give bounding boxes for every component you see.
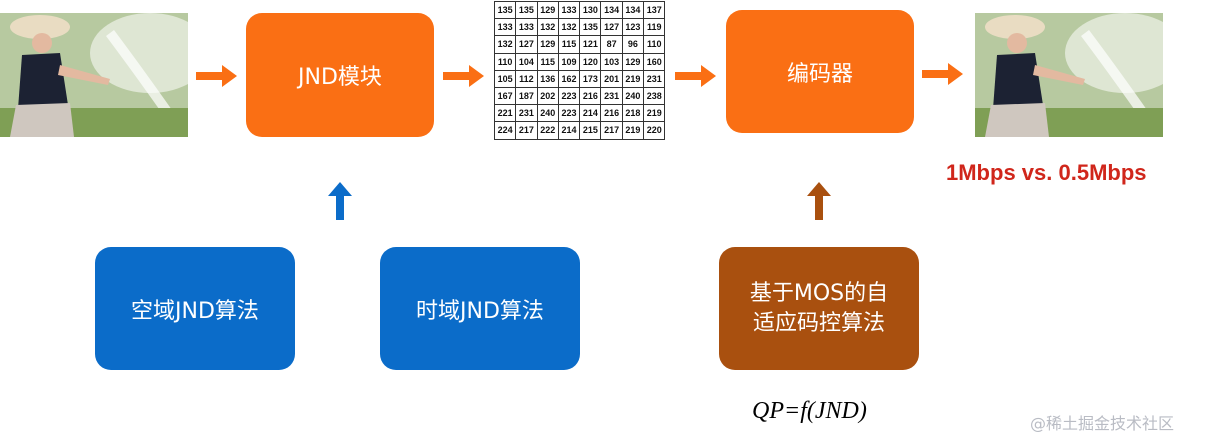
matrix-cell: 115: [536, 52, 559, 71]
matrix-cell: 240: [621, 86, 645, 106]
rate-control-box: 基于MOS的自 适应码控算法: [719, 247, 919, 370]
matrix-cell: 119: [643, 18, 666, 37]
matrix-cell: 136: [536, 69, 559, 88]
matrix-cell: 201: [600, 69, 623, 88]
matrix-cell: 130: [579, 0, 602, 20]
matrix-cell: 112: [515, 69, 538, 88]
matrix-cell: 173: [579, 69, 602, 88]
matrix-cell: 221: [493, 104, 517, 123]
matrix-cell: 134: [621, 0, 645, 20]
matrix-cell: 219: [643, 104, 666, 123]
matrix-cell: 240: [536, 104, 559, 123]
matrix-cell: 162: [557, 69, 581, 88]
matrix-cell: 231: [600, 86, 623, 106]
matrix-cell: 202: [536, 86, 559, 106]
matrix-cell: 216: [600, 104, 623, 123]
matrix-cell: 218: [621, 104, 645, 123]
matrix-cell: 135: [493, 0, 517, 20]
matrix-cell: 223: [557, 86, 581, 106]
matrix-cell: 123: [621, 18, 645, 37]
matrix-cell: 132: [536, 18, 559, 37]
matrix-cell: 167: [493, 86, 517, 106]
matrix-cell: 215: [579, 121, 602, 140]
temporal-jnd-label: 时域JND算法: [416, 298, 544, 324]
matrix-cell: 110: [493, 52, 517, 71]
matrix-cell: 127: [600, 18, 623, 37]
spatial-jnd-box: 空域JND算法: [95, 247, 295, 370]
matrix-cell: 87: [600, 35, 623, 54]
matrix-cell: 133: [515, 18, 538, 37]
arrow-right-icon: [675, 64, 717, 88]
matrix-cell: 103: [600, 52, 623, 71]
matrix-cell: 135: [579, 18, 602, 37]
matrix-cell: 219: [621, 69, 645, 88]
encoder-label: 编码器: [786, 61, 853, 87]
matrix-cell: 96: [621, 35, 645, 54]
matrix-cell: 187: [515, 86, 538, 106]
matrix-cell: 214: [579, 104, 602, 123]
rate-control-label-line2: 适应码控算法: [752, 310, 885, 336]
matrix-cell: 222: [536, 121, 559, 140]
spatial-jnd-label: 空域JND算法: [131, 298, 259, 324]
matrix-cell: 134: [600, 0, 623, 20]
matrix-cell: 220: [643, 121, 666, 140]
matrix-cell: 224: [493, 121, 517, 140]
rate-control-label-line1: 基于MOS的自: [749, 280, 889, 306]
matrix-cell: 238: [643, 86, 666, 106]
arrow-right-icon: [922, 62, 964, 86]
matrix-cell: 104: [515, 52, 538, 71]
matrix-cell: 127: [515, 35, 538, 54]
matrix-cell: 132: [493, 35, 517, 54]
arrow-right-icon: [443, 64, 485, 88]
matrix-cell: 137: [643, 0, 666, 20]
jnd-module-box: JND模块: [246, 13, 434, 137]
watermark-text: @稀土掘金技术社区: [1030, 414, 1175, 433]
matrix-cell: 129: [536, 0, 559, 20]
matrix-cell: 115: [557, 35, 581, 54]
matrix-cell: 160: [643, 52, 666, 71]
matrix-cell: 217: [515, 121, 538, 140]
matrix-cell: 217: [600, 121, 623, 140]
matrix-cell: 109: [557, 52, 581, 71]
input-image: [0, 13, 188, 137]
matrix-cell: 105: [493, 69, 517, 88]
matrix-cell: 135: [515, 0, 538, 20]
temporal-jnd-box: 时域JND算法: [380, 247, 580, 370]
matrix-cell: 214: [557, 121, 581, 140]
matrix-cell: 133: [557, 0, 581, 20]
jnd-module-label: JND模块: [298, 65, 382, 90]
matrix-cell: 133: [493, 18, 517, 37]
matrix-cell: 231: [515, 104, 538, 123]
matrix-cell: 110: [643, 35, 666, 54]
bitrate-comparison-text: 1Mbps vs. 0.5Mbps: [946, 160, 1147, 185]
matrix-cell: 223: [557, 104, 581, 123]
arrow-up-icon: [807, 182, 831, 220]
matrix-cell: 231: [643, 69, 666, 88]
matrix-cell: 129: [621, 52, 645, 71]
matrix-cell: 120: [579, 52, 602, 71]
matrix-cell: 121: [579, 35, 602, 54]
encoder-box: 编码器: [726, 10, 914, 133]
matrix-cell: 129: [536, 35, 559, 54]
arrow-up-icon: [328, 182, 352, 220]
matrix-cell: 219: [621, 121, 645, 140]
output-image: [975, 13, 1163, 137]
qp-formula: QP=f(JND): [752, 398, 867, 424]
arrow-right-icon: [196, 64, 238, 88]
matrix-cell: 216: [579, 86, 602, 106]
matrix-cell: 132: [557, 18, 581, 37]
